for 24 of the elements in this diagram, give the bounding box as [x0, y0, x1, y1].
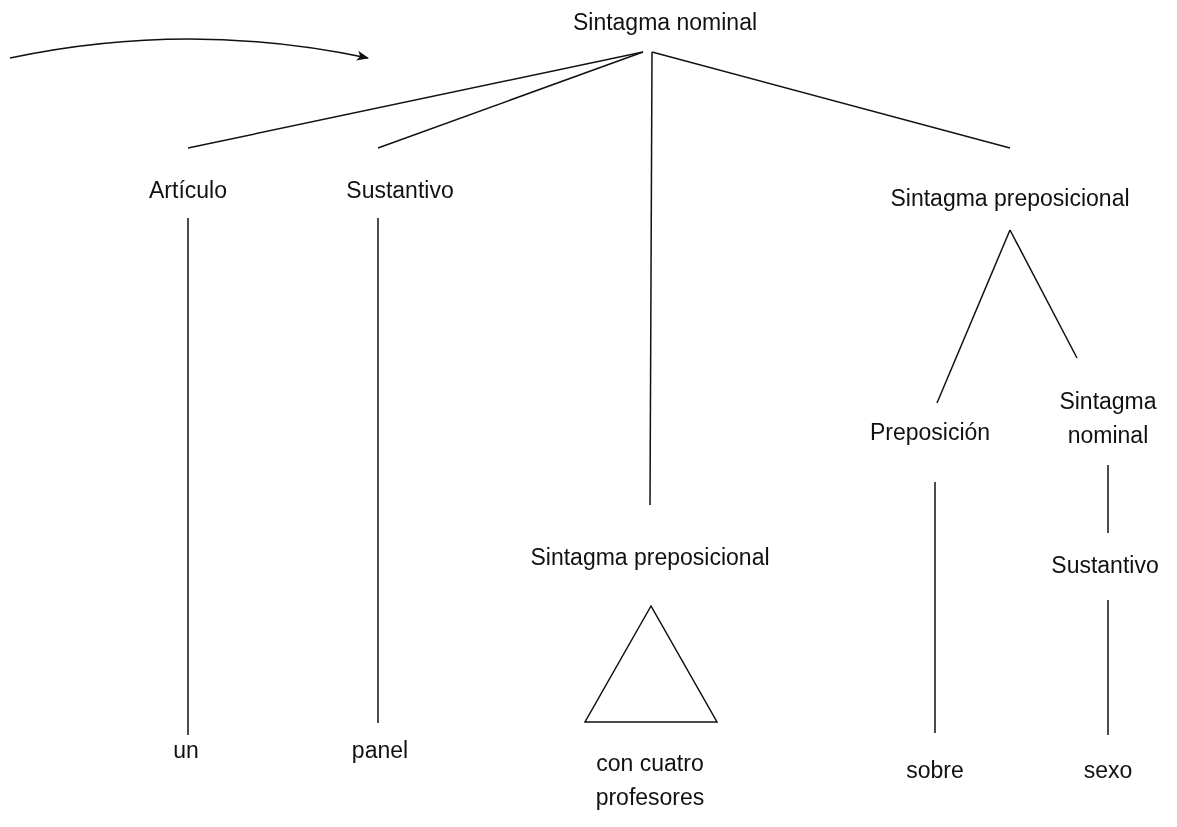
- node-label: Sintagma nominal: [1058, 387, 1158, 450]
- tree-branch-line: [1107, 599, 1109, 736]
- node-label: con cuatro profesores: [594, 749, 706, 812]
- node-label: Sintagma preposicional: [530, 543, 770, 572]
- node-label: Preposición: [869, 418, 991, 447]
- node-label: Sustantivo: [1051, 551, 1159, 580]
- node-label: Sintagma preposicional: [890, 184, 1130, 213]
- node-label: un: [173, 736, 199, 765]
- node-label: sexo: [1083, 756, 1133, 785]
- tree-branch-line: [187, 217, 189, 736]
- tree-branch-line: [649, 51, 653, 506]
- tree-branch-line: [934, 481, 936, 734]
- node-label: Sintagma nominal: [572, 8, 758, 37]
- node-label: sobre: [906, 756, 964, 785]
- triangle: [584, 605, 718, 723]
- tree-branch-line: [651, 51, 1011, 149]
- node-label: Artículo: [149, 176, 227, 205]
- node-label: panel: [351, 736, 409, 765]
- tree-branch-line: [377, 217, 379, 724]
- node-label: Sustantivo: [346, 176, 454, 205]
- tree-branch-line: [1009, 229, 1078, 359]
- tree-branch-line: [377, 51, 644, 149]
- tree-branch-line: [1107, 464, 1109, 534]
- tree-branch-line: [936, 229, 1011, 404]
